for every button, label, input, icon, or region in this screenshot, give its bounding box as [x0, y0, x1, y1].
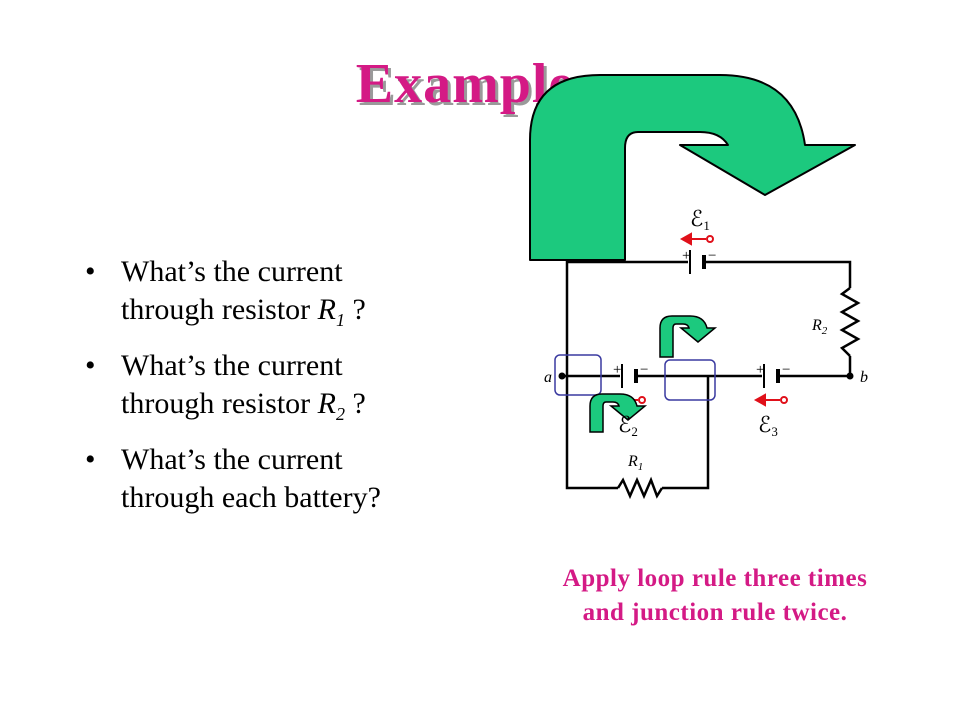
bottom-wire-left — [565, 376, 618, 490]
emf3-plus: + — [756, 362, 764, 378]
r1-resistor — [616, 476, 664, 500]
node-a-label: a — [544, 369, 552, 386]
node-b-label: b — [860, 369, 868, 386]
emf1-label: ℰ1 — [690, 206, 710, 233]
emf3-minus: − — [782, 362, 790, 378]
junction-box-mid — [664, 359, 716, 401]
bullet-dot: • — [85, 349, 96, 382]
bullet-line2: through resistor R1 ? — [121, 291, 485, 339]
bottom-wire-right — [662, 376, 710, 490]
bullet-item: • What’s the current through resistor R2… — [85, 347, 485, 433]
bullet-item: • What’s the current through resistor R1… — [85, 253, 485, 339]
bullet-line1: What’s the current — [121, 349, 343, 382]
emf1-plus: + — [682, 248, 690, 264]
bullet-suffix: ? — [344, 293, 366, 326]
bullet-dot: • — [85, 255, 96, 288]
bullet-variable: R — [317, 387, 336, 420]
bullet-line2: through each battery? — [121, 479, 485, 517]
wire-group — [562, 260, 861, 500]
upper-loop-arrow-icon — [659, 315, 718, 358]
note-line2: and junction rule twice. — [582, 599, 848, 626]
bullet-line1: What’s the current — [121, 443, 343, 476]
large-loop-arrow-icon — [529, 74, 856, 261]
circuit-diagram: ℰ1 + − ℰ2 + − ℰ3 + − R2 R1 a b — [529, 74, 868, 500]
emf2-plus: + — [613, 362, 621, 378]
bullet-subscript: 1 — [335, 310, 345, 330]
top-wire-right — [706, 260, 852, 288]
r1-label: R1 — [627, 453, 643, 473]
lower-loop-arrow-icon — [589, 393, 648, 433]
question-list: • What’s the current through resistor R1… — [85, 253, 485, 525]
circuit-labels: ℰ1 + − ℰ2 + − ℰ3 + − R2 R1 a b — [544, 206, 868, 473]
bullet-text: through resistor — [121, 293, 318, 326]
node-b-dot — [846, 372, 854, 380]
bullet-variable: R — [317, 293, 336, 326]
r2-resistor — [839, 287, 861, 357]
bullet-subscript: 2 — [335, 404, 345, 424]
junction-box-a — [554, 354, 602, 396]
node-a-dot — [558, 372, 566, 380]
battery-plates — [621, 250, 780, 388]
bullet-line2: through resistor R2 ? — [121, 385, 485, 433]
note-line1: Apply loop rule three times — [562, 565, 868, 592]
bullet-text: through resistor — [121, 387, 318, 420]
bullet-text: through each battery? — [121, 481, 381, 514]
emf1-minus: − — [708, 248, 716, 264]
middle-wire-right — [780, 356, 852, 378]
bullet-item: • What’s the current through each batter… — [85, 441, 485, 517]
bullet-suffix: ? — [344, 387, 366, 420]
emf2-label: ℰ2 — [618, 412, 638, 439]
instruction-note: Apply loop rule three times and junction… — [505, 562, 925, 630]
emf2-minus: − — [640, 362, 648, 378]
r2-label: R2 — [811, 317, 828, 337]
bullet-line1: What’s the current — [121, 255, 343, 288]
bullet-dot: • — [85, 443, 96, 476]
emf3-label: ℰ3 — [758, 412, 778, 439]
top-wire-left — [565, 260, 688, 375]
